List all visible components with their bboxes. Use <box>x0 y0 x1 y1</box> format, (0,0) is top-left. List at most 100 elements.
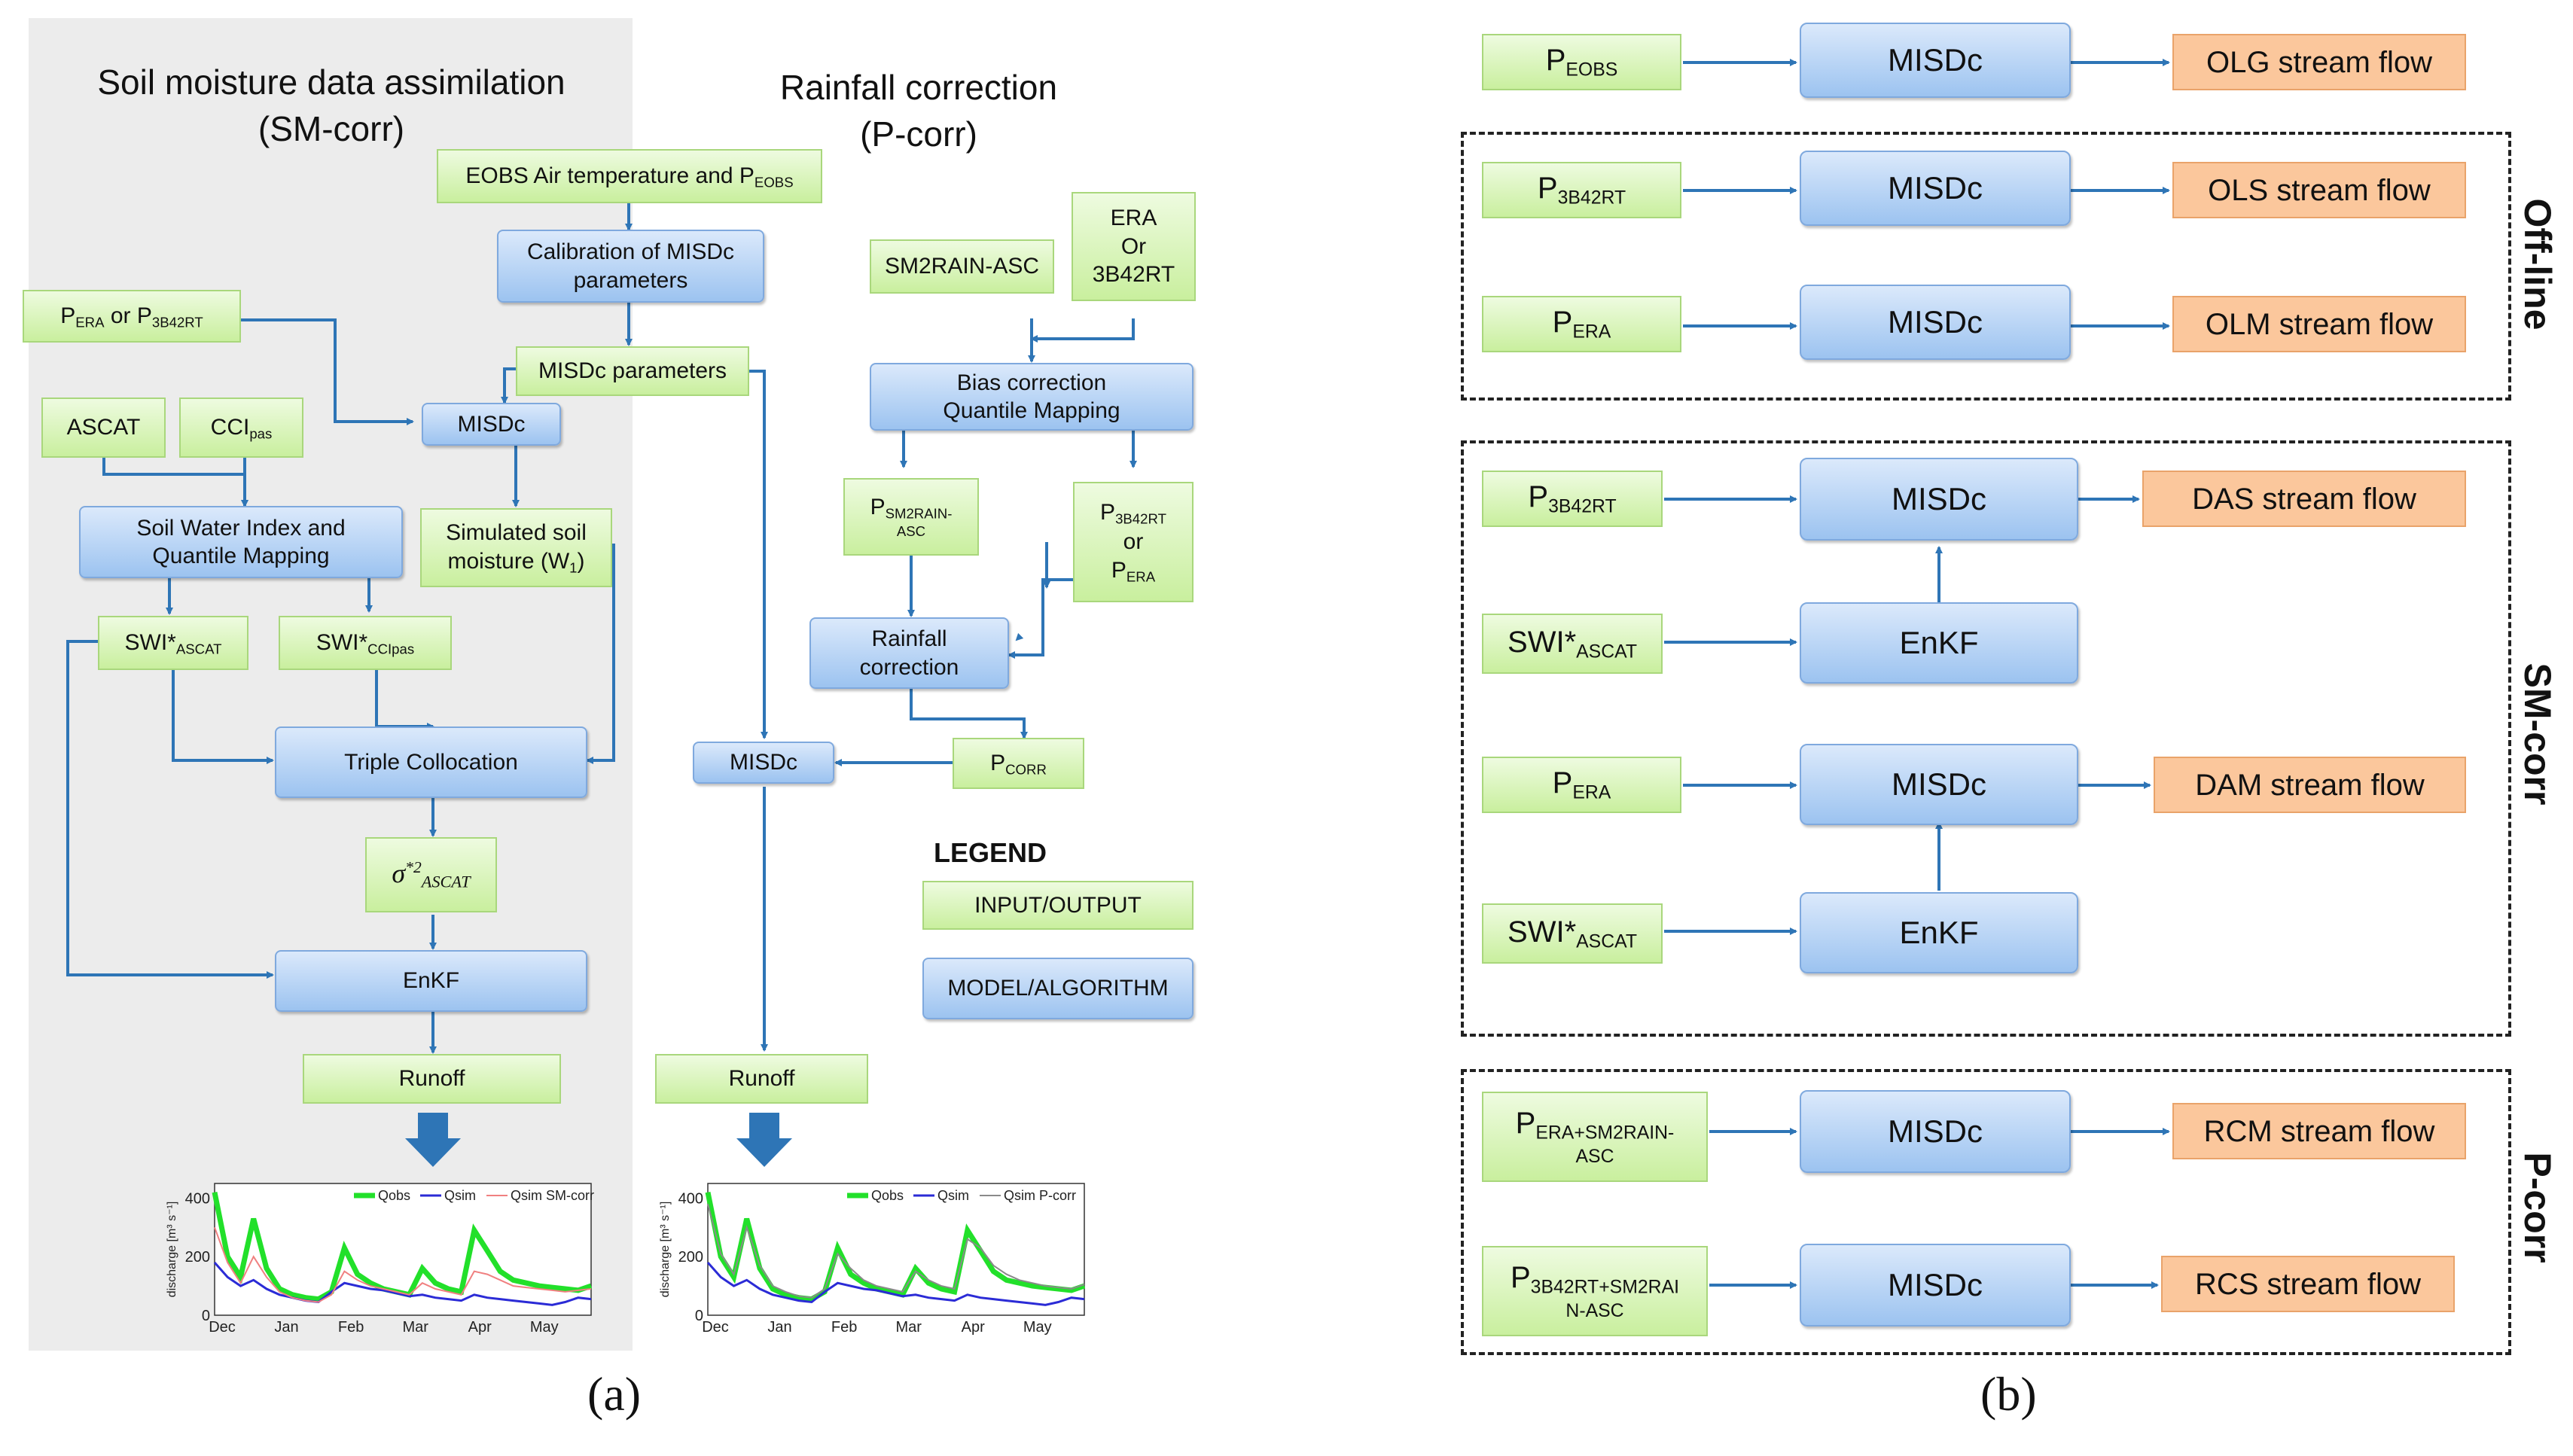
sm2rain-asc-input: SM2RAIN-ASC <box>870 239 1054 294</box>
enkf-a-label: EnKF <box>402 968 460 994</box>
x-tick-label: May <box>1023 1319 1052 1336</box>
era-or-3b42rt-input: ERA Or 3B42RT <box>1072 192 1196 301</box>
y-axis-label: discharge [m³ s⁻¹] <box>166 1202 178 1298</box>
misdc-rcs: MISDc <box>1800 1244 2071 1327</box>
legend-model-swatch: MODEL/ALGORITHM <box>922 958 1194 1019</box>
p-eobs-sub: EOBS <box>1565 59 1618 81</box>
misdc-das: MISDc <box>1800 458 2078 541</box>
p3b-or: or <box>1123 529 1144 555</box>
legend-title: LEGEND <box>934 837 1047 868</box>
p-3b42rt-sub: 3B42RT <box>151 314 203 330</box>
p-rcs-sub: 3B42RT+SM2RAI <box>1530 1277 1679 1298</box>
pera-letter: P <box>1111 557 1126 583</box>
p-rcm-letter: P <box>1515 1107 1536 1141</box>
sigma-symbol: σ <box>392 858 406 889</box>
swi-ascat-das-input: SWI*ASCAT <box>1482 614 1663 674</box>
swi-das-sub: ASCAT <box>1576 641 1637 663</box>
legend-io-swatch: INPUT/OUTPUT <box>922 881 1194 930</box>
misdc-rcs-label: MISDc <box>1888 1266 1983 1302</box>
p-sm2rain-sub: SM2RAIN- <box>885 506 953 522</box>
runoff-a-left: Runoff <box>303 1054 561 1104</box>
misdc-rcm-label: MISDc <box>1888 1113 1983 1149</box>
bias-line2: Quantile Mapping <box>943 398 1120 423</box>
x-tick-label: Mar <box>402 1319 428 1336</box>
x-tick-label: May <box>530 1319 559 1336</box>
legend-entry: Qobs <box>871 1188 904 1203</box>
ols-output: OLS stream flow <box>2172 162 2466 218</box>
x-tick-label: Mar <box>895 1319 922 1336</box>
eobs-sub: EOBS <box>754 174 794 190</box>
p3b-sub: 3B42RT <box>1115 511 1166 528</box>
misdc-rcm: MISDc <box>1800 1090 2071 1173</box>
cci-sub: pas <box>249 425 273 442</box>
swi-ascat-a-sub: ASCAT <box>175 641 222 657</box>
ascat-label: ASCAT <box>66 415 141 440</box>
x-tick-label: Dec <box>702 1319 729 1336</box>
panel-a-label: (a) <box>587 1367 642 1421</box>
p-letter: P <box>60 303 76 328</box>
era-line: ERA <box>1110 206 1157 231</box>
pcorr-sub: CORR <box>1005 761 1047 778</box>
misdc-a-right-label: MISDc <box>730 750 797 775</box>
p-rcs-letter: P <box>1510 1261 1531 1295</box>
legend-entry: Qsim <box>444 1188 476 1203</box>
series-line-qsim-sm-corr <box>214 1226 592 1303</box>
runoff-a-left-label: Runoff <box>398 1066 465 1092</box>
y-tick-label: 200 <box>678 1249 703 1266</box>
ascat-input: ASCAT <box>41 398 166 458</box>
p-ols-sub: 3B42RT <box>1557 187 1626 209</box>
legend-entry: Qsim P-corr <box>1004 1188 1076 1203</box>
swi-qm-box: Soil Water Index and Quantile Mapping <box>79 506 403 578</box>
p-sm2rain-sub2: ASC <box>896 523 926 540</box>
legend-model-label: MODEL/ALGORITHM <box>947 976 1169 1001</box>
group-label-off-line: Off-line <box>2517 198 2559 330</box>
olg-output: OLG stream flow <box>2172 34 2466 90</box>
pcorr-letter: P <box>990 750 1006 775</box>
rcs-output: RCS stream flow <box>2161 1256 2455 1312</box>
swi-ascat-a-label: SWI* <box>124 629 176 655</box>
series-line-qsim <box>706 1262 1085 1306</box>
x-tick-label: Jan <box>274 1319 298 1336</box>
p-eobs-input: PEOBS <box>1482 34 1681 90</box>
runoff-a-right: Runoff <box>655 1054 868 1104</box>
dam-output: DAM stream flow <box>2154 757 2466 813</box>
p-3b42rt-sm2rain-input: P3B42RT+SM2RAI N-ASC <box>1482 1246 1708 1336</box>
ols-output-label: OLS stream flow <box>2208 173 2431 207</box>
p-era-sub: ERA <box>75 314 105 330</box>
p-corr-box: PCORR <box>953 738 1084 789</box>
misdc-dam: MISDc <box>1800 744 2078 825</box>
misdc-dam-label: MISDc <box>1892 766 1986 802</box>
legend-entry: Qsim <box>937 1188 969 1203</box>
olm-output-label: OLM stream flow <box>2205 307 2434 341</box>
y-axis-label: discharge [m³ s⁻¹] <box>659 1202 672 1298</box>
das-output-label: DAS stream flow <box>2192 482 2416 516</box>
rainfall-correction-box: Rainfall correction <box>809 617 1009 689</box>
enkf-dam-label: EnKF <box>1899 914 1979 950</box>
misdc-olm-label: MISDc <box>1888 303 1983 340</box>
pera-sub: ERA <box>1126 568 1156 585</box>
p-era-olm-input: PERA <box>1482 296 1681 352</box>
p-corr-title-line1: Rainfall correction <box>779 68 1058 107</box>
misdc-ols-label: MISDc <box>1888 169 1983 206</box>
group-sm-corr <box>1461 440 2511 1037</box>
p-rcs-sub2: N-ASC <box>1565 1300 1624 1321</box>
triple-collocation-box: Triple Collocation <box>275 726 587 798</box>
swi-das-label: SWI* <box>1508 625 1577 659</box>
swi-dam-sub: ASCAT <box>1576 931 1637 952</box>
sigma-ascat-box: σ*2ASCAT <box>365 837 497 912</box>
p-eobs-letter: P <box>1545 44 1566 78</box>
group-p-corr <box>1461 1069 2511 1355</box>
sm-corr-title-line2: (SM-corr) <box>258 109 405 149</box>
triple-collocation-label: Triple Collocation <box>344 749 518 775</box>
p-era-sm2rain-input: PERA+SM2RAIN- ASC <box>1482 1092 1708 1182</box>
swi-cci-sub: CCIpas <box>367 641 415 657</box>
cci-input: CCIpas <box>179 398 303 458</box>
swi-qm-line2: Quantile Mapping <box>152 544 330 568</box>
simulated-line1: Simulated soil <box>446 520 587 546</box>
misdc-olm: MISDc <box>1800 285 2071 360</box>
misdc-params-label: MISDc parameters <box>538 358 727 384</box>
misdc-a-right: MISDc <box>693 742 834 784</box>
misdc-das-label: MISDc <box>1892 480 1986 516</box>
enkf-das: EnKF <box>1800 602 2078 684</box>
